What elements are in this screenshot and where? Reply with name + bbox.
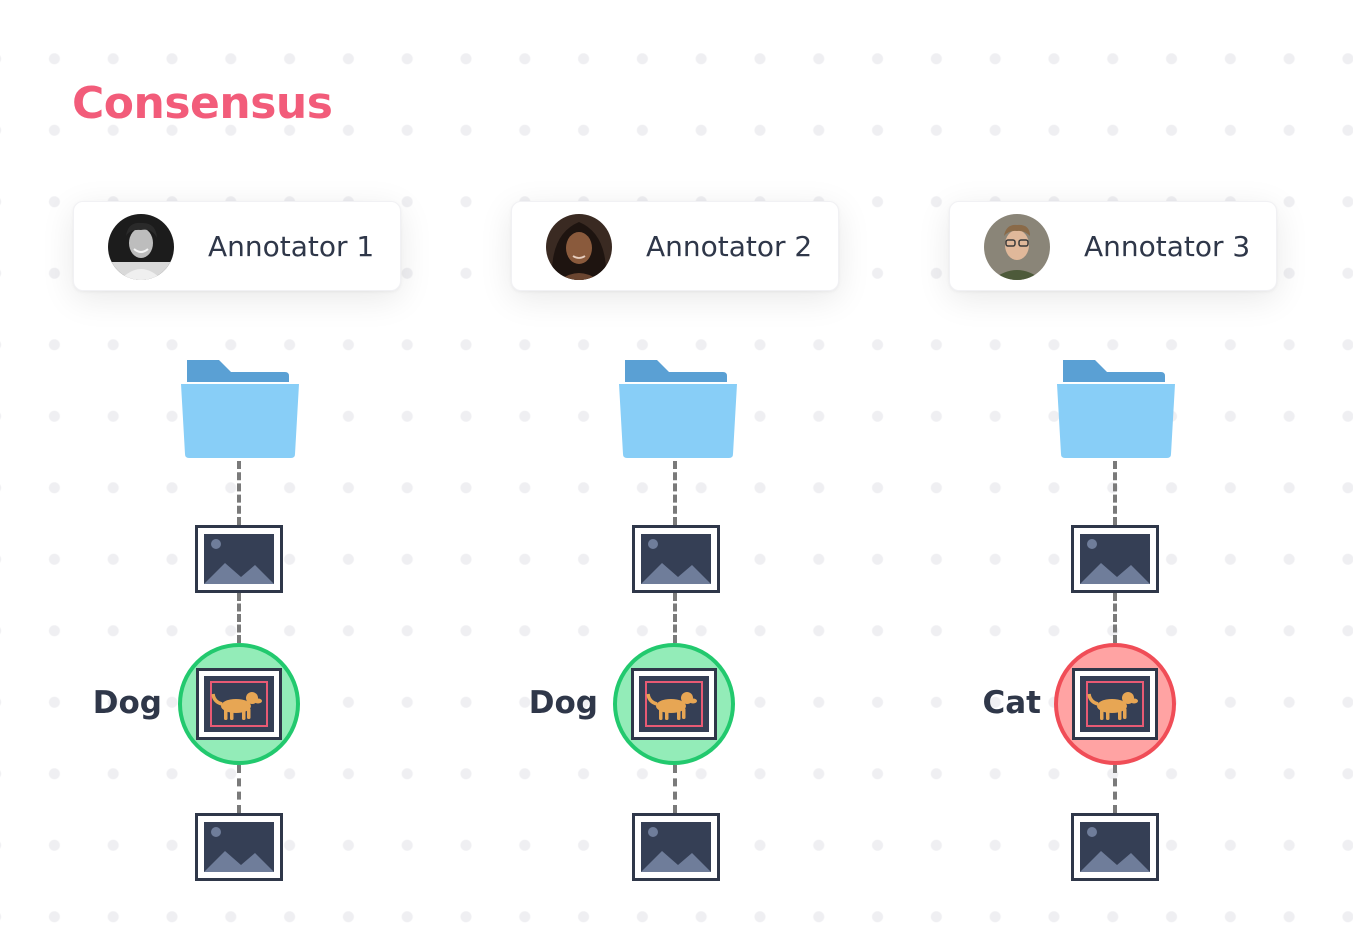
connector-line [237,461,241,525]
image-icon [632,813,720,881]
annotation-label-2: Dog [528,685,598,721]
connector-line [673,765,677,813]
annotator-1-avatar [108,214,174,280]
annotated-result-disagree[interactable] [1054,643,1176,765]
annotator-1-name: Annotator 1 [208,230,375,263]
annotator-card-2[interactable]: Annotator 2 [511,201,839,291]
image-icon [1071,813,1159,881]
connector-line [237,593,241,643]
connector-line [1113,461,1117,525]
connector-line [673,461,677,525]
annotated-result-agree[interactable] [613,643,735,765]
annotator-card-1[interactable]: Annotator 1 [73,201,401,291]
image-icon [1071,525,1159,593]
annotator-3-avatar [984,214,1050,280]
annotation-label-1: Dog [92,685,162,721]
connector-line [673,593,677,643]
folder-icon [619,360,737,458]
connector-line [237,765,241,813]
folder-icon [1057,360,1175,458]
folder-icon [181,360,299,458]
annotator-2-name: Annotator 2 [646,230,813,263]
annotation-label-3: Cat [982,685,1042,721]
annotator-2-avatar [546,214,612,280]
annotated-result-agree[interactable] [178,643,300,765]
annotator-3-name: Annotator 3 [1084,230,1251,263]
connector-line [1113,593,1117,643]
annotator-card-3[interactable]: Annotator 3 [949,201,1277,291]
dog-image-icon [631,668,717,740]
connector-line [1113,765,1117,813]
dog-image-icon [196,668,282,740]
image-icon [195,525,283,593]
dog-image-icon [1072,668,1158,740]
page-title: Consensus [72,78,333,129]
image-icon [632,525,720,593]
image-icon [195,813,283,881]
